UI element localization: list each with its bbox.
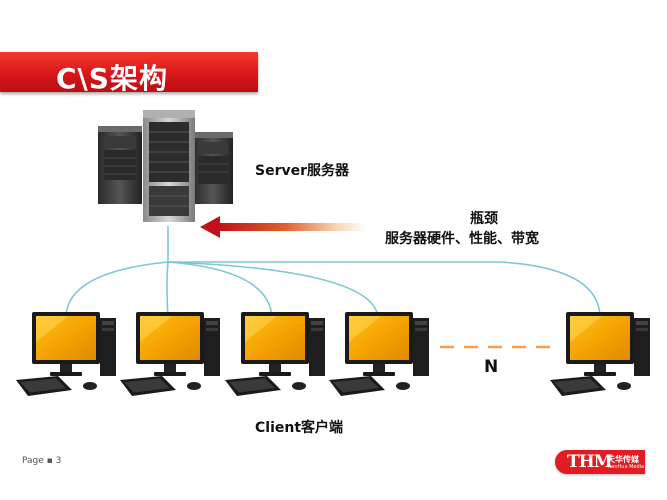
client-computer-2	[120, 312, 220, 396]
client-computer-3	[225, 312, 325, 396]
bottleneck-description: 服务器硬件、性能、带宽	[385, 231, 539, 247]
server-label: Server服务器	[255, 163, 350, 179]
client-computer-4	[329, 312, 429, 396]
arrow-left-icon	[200, 216, 366, 238]
page-number: Page ▪ 3	[22, 456, 62, 466]
title-band	[0, 52, 258, 92]
bottleneck-title: 瓶颈	[470, 211, 498, 227]
slide-title: C\S架构	[56, 62, 168, 95]
client-label: Client客户端	[255, 420, 344, 436]
client-computer-n	[550, 312, 650, 396]
n-label: N	[484, 357, 499, 377]
company-logo: THM 天华传媒 TianHua Media	[555, 450, 645, 474]
server-tower-icon	[98, 110, 233, 222]
logo-english: TianHua Media	[607, 464, 645, 470]
client-computer-1	[16, 312, 116, 396]
logo-mark: THM	[567, 452, 613, 472]
network-lines	[65, 226, 601, 319]
logo-name: 天华传媒	[607, 455, 639, 464]
